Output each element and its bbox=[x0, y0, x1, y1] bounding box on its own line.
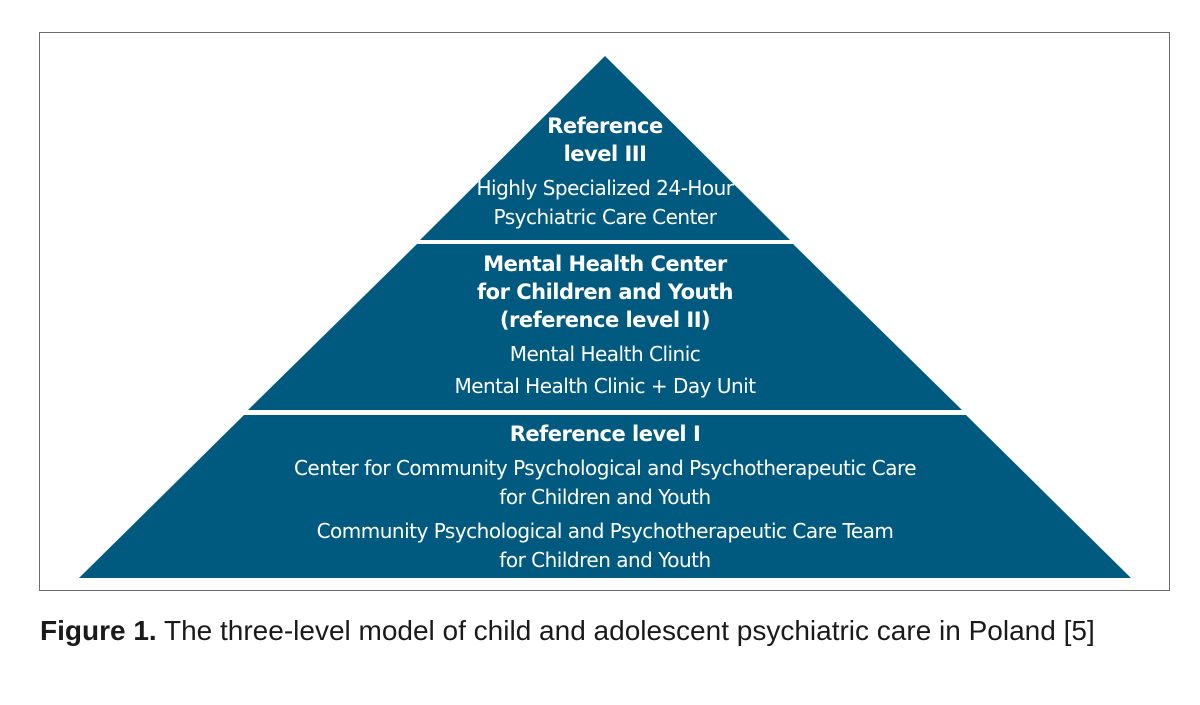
tier-title: Mental Health Center for Children and Yo… bbox=[477, 252, 734, 332]
tier-item: Mental Health Clinic + Day Unit bbox=[454, 374, 756, 398]
pyramid-tier-top-shape bbox=[420, 56, 790, 240]
tier-reference-level-2: Mental Health Center for Children and Yo… bbox=[380, 250, 830, 401]
tier-item: Center for Community Psychological and P… bbox=[293, 456, 917, 509]
tier-reference-level-1: Reference level I Center for Community P… bbox=[200, 420, 1010, 575]
figure-frame bbox=[39, 32, 1170, 591]
tier-item: Mental Health Clinic bbox=[509, 342, 701, 366]
tier-reference-level-3: Reference level III Highly Specialized 2… bbox=[430, 112, 780, 232]
tier-title: Reference level I bbox=[509, 422, 701, 446]
tier-item: Community Psychological and Psychotherap… bbox=[316, 519, 894, 572]
figure-caption: Figure 1. The three-level model of child… bbox=[40, 614, 1180, 648]
figure-caption-text: The three-level model of child and adole… bbox=[156, 615, 1095, 646]
pyramid-tier-middle-shape bbox=[248, 244, 962, 410]
tier-title: Reference level III bbox=[547, 114, 663, 166]
pyramid-tier-bottom-shape bbox=[79, 415, 1131, 578]
figure-caption-label: Figure 1. bbox=[40, 615, 157, 646]
tier-item: Highly Specialized 24-Hour Psychiatric C… bbox=[476, 176, 734, 229]
